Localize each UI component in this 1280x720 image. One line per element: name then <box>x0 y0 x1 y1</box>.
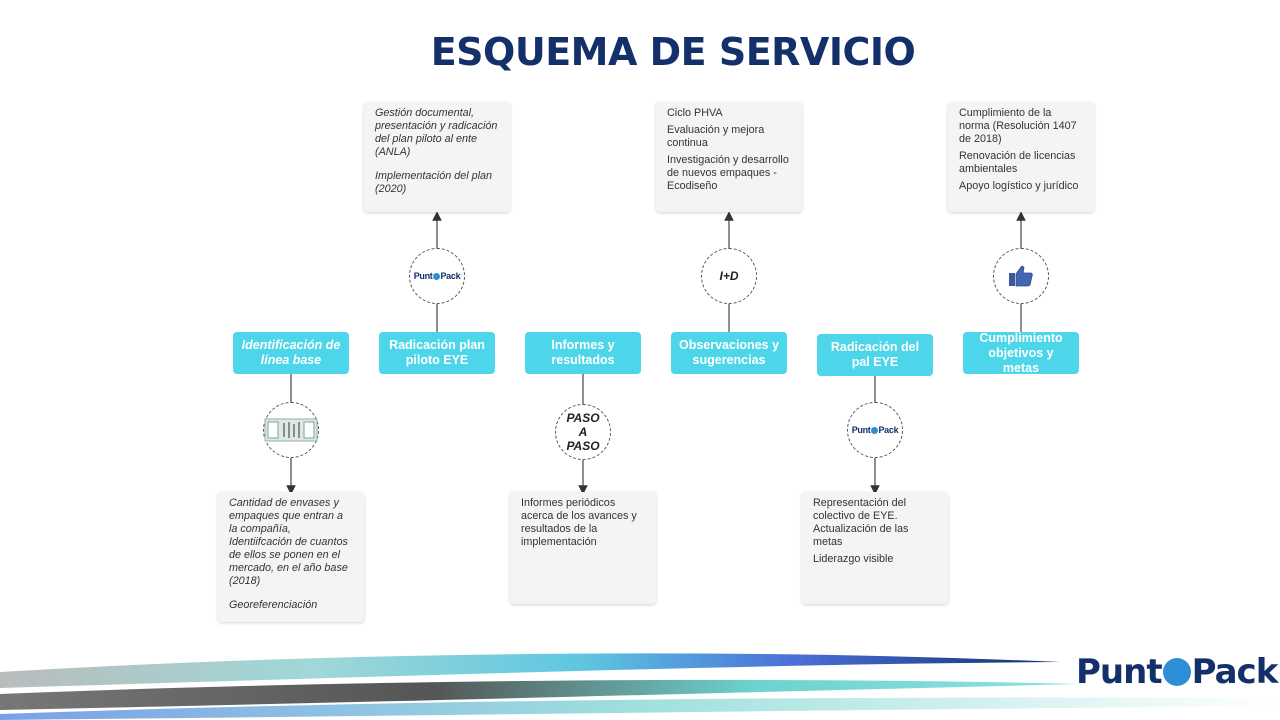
note-cumplimiento: Cumplimiento de la norma (Resolución 140… <box>948 102 1094 212</box>
footer-swoosh <box>0 653 1280 720</box>
recycle-icon <box>1162 658 1191 686</box>
circle-document <box>263 402 319 458</box>
note-observaciones: Ciclo PHVA Evaluación y mejora continua … <box>656 102 802 212</box>
step-linea-base: Identificación de línea base <box>233 332 349 374</box>
page-title: ESQUEMA DE SERVICIO <box>430 30 916 74</box>
circle-thumbs-up <box>993 248 1049 304</box>
note-radicacion: Representación del colectivo de EYE. Act… <box>802 492 948 604</box>
step-plan-piloto: Radicación plan piloto EYE <box>379 332 495 374</box>
step-observaciones: Observaciones y sugerencias <box>671 332 787 374</box>
step-radicacion: Radicación del pal EYE <box>817 334 933 376</box>
step-informes: Informes y resultados <box>525 332 641 374</box>
document-scan-icon <box>264 418 318 442</box>
note-linea-base: Cantidad de envases y empaques que entra… <box>218 492 364 622</box>
circle-paso-a-paso: PASO A PASO <box>555 404 611 460</box>
thumbs-up-icon <box>1009 265 1033 287</box>
circle-i-d: I+D <box>701 248 757 304</box>
step-cumplimiento: Cumplimiento objetivos y metas <box>963 331 1079 375</box>
note-plan-piloto: Gestión documental, presentación y radic… <box>364 102 510 212</box>
note-informes: Informes periódicos acerca de los avance… <box>510 492 656 604</box>
